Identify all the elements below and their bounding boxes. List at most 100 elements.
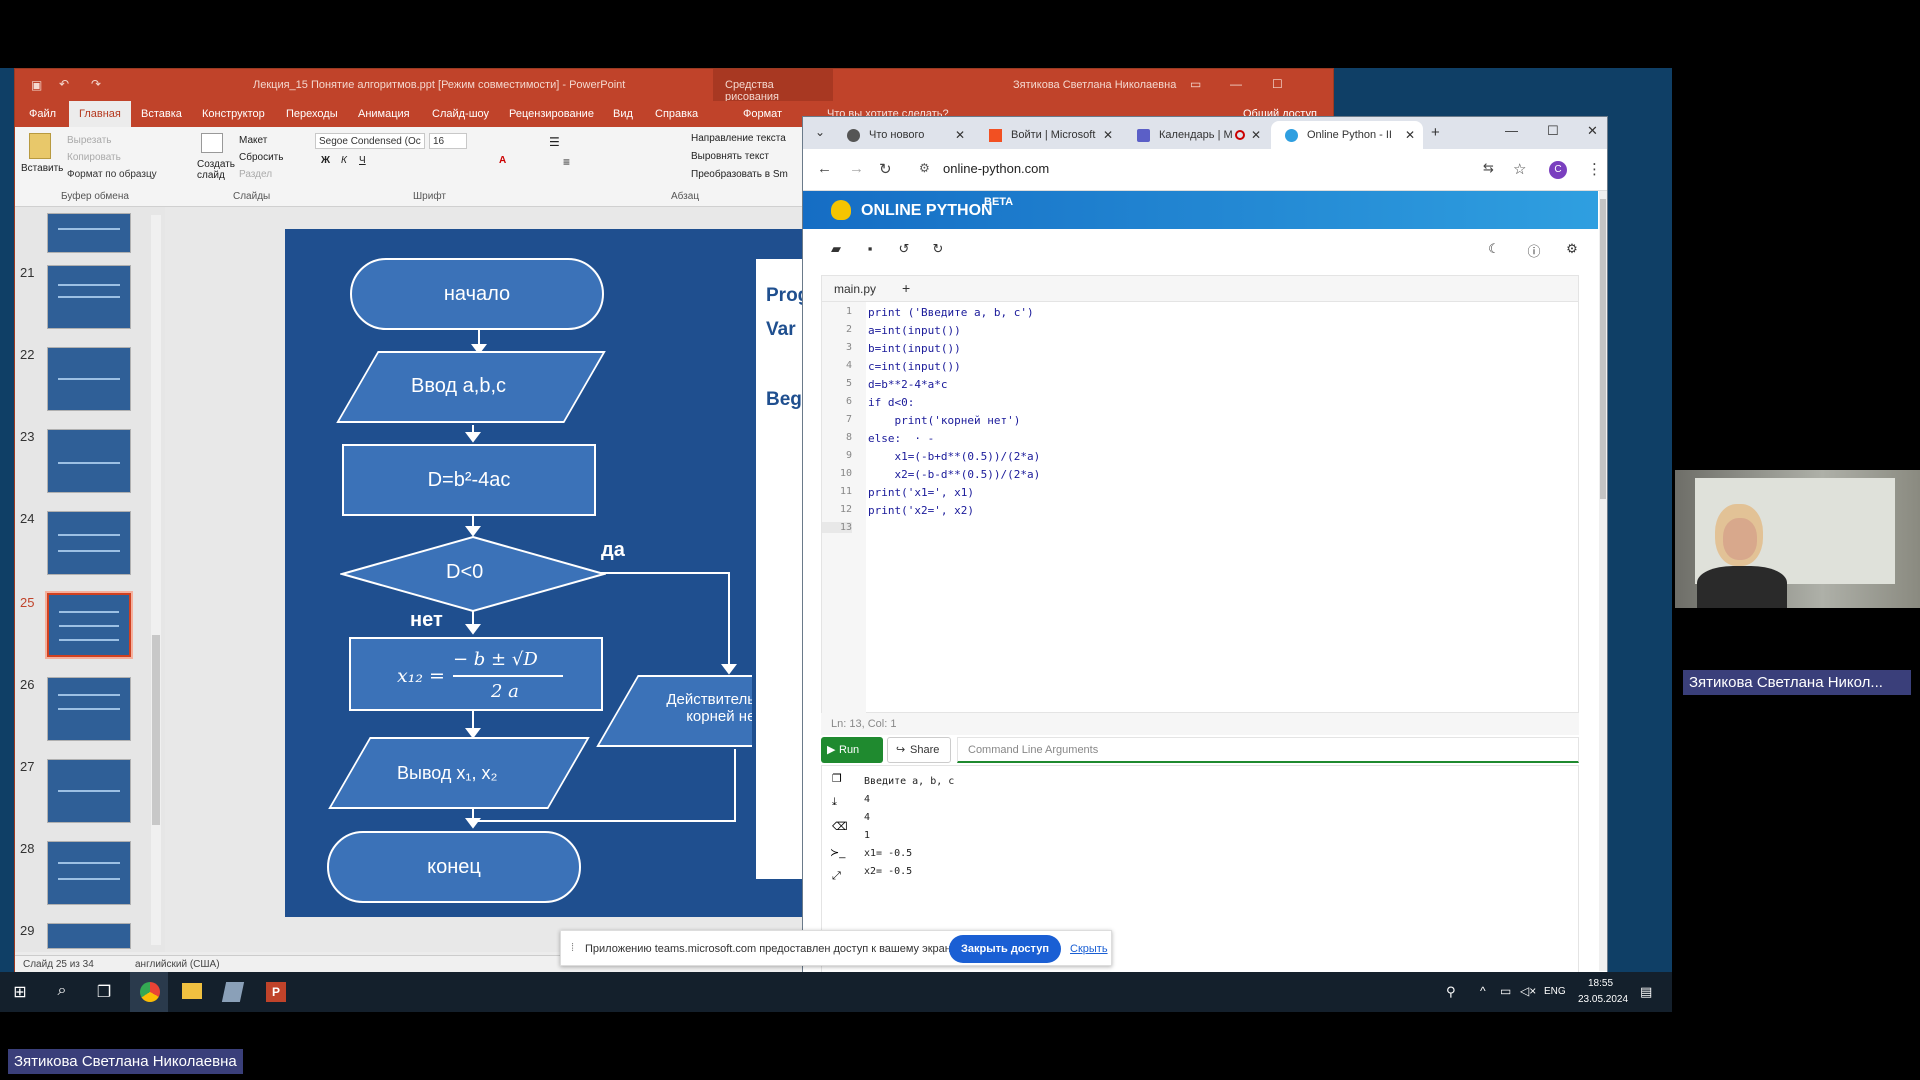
redo-icon[interactable]: ↷ bbox=[91, 77, 102, 91]
flowchart-formula-box[interactable] bbox=[349, 637, 603, 711]
notepad-icon[interactable] bbox=[221, 982, 245, 1002]
language-status[interactable]: английский (США) bbox=[135, 959, 220, 970]
add-file-icon[interactable]: + bbox=[902, 280, 911, 296]
slide-thumbnail[interactable] bbox=[47, 511, 131, 575]
code-line[interactable]: x2=(-b-d**(0.5))/(2*a) bbox=[868, 468, 1041, 481]
code-line[interactable]: print ('Введите a, b, c') bbox=[868, 306, 1034, 319]
flowchart-discriminant[interactable]: D=b²-4ac bbox=[342, 444, 596, 516]
bookmark-star-icon[interactable]: ☆ bbox=[1513, 161, 1527, 178]
back-icon[interactable]: ← bbox=[817, 160, 832, 177]
flowchart-end[interactable]: конец bbox=[327, 831, 581, 903]
drag-handle-icon[interactable]: ⁞ bbox=[571, 942, 575, 954]
browser-tab-online-python[interactable]: Online Python - II ✕ bbox=[1271, 121, 1423, 149]
tab-close-icon[interactable]: ✕ bbox=[1404, 128, 1415, 142]
slide-thumbnail[interactable] bbox=[47, 429, 131, 493]
minimize-icon[interactable]: — bbox=[1505, 123, 1518, 138]
tab-review[interactable]: Рецензирование bbox=[509, 108, 594, 120]
font-name-field[interactable]: Segoe Condensed (Ос bbox=[315, 133, 425, 149]
eraser-icon[interactable]: ⌫ bbox=[832, 821, 848, 833]
slide-thumbnail[interactable] bbox=[47, 347, 131, 411]
layout-button[interactable]: Макет bbox=[239, 135, 268, 146]
scrollbar-thumb[interactable] bbox=[152, 635, 160, 825]
menu-kebab-icon[interactable]: ⋮ bbox=[1587, 161, 1602, 178]
tab-view[interactable]: Вид bbox=[613, 108, 633, 120]
save-icon[interactable]: ▣ bbox=[31, 78, 43, 92]
tab-insert[interactable]: Вставка bbox=[141, 108, 182, 120]
command-line-arguments-input[interactable]: Command Line Arguments bbox=[957, 737, 1579, 763]
volume-muted-icon[interactable]: ◁× bbox=[1520, 984, 1537, 998]
share-code-button[interactable]: ↪ Share bbox=[887, 737, 951, 763]
format-painter-button[interactable]: Формат по образцу bbox=[67, 169, 157, 180]
maximize-icon[interactable]: ☐ bbox=[1272, 77, 1283, 91]
font-color-icon[interactable]: A bbox=[499, 155, 507, 166]
code-line[interactable]: b=int(input()) bbox=[868, 342, 961, 355]
code-line[interactable]: print('корней нет') bbox=[868, 414, 1021, 427]
tab-format[interactable]: Формат bbox=[743, 108, 783, 120]
new-tab-icon[interactable]: + bbox=[1431, 124, 1440, 141]
brand-title[interactable]: ONLINE PYTHON bbox=[861, 202, 993, 219]
slide-thumbnail[interactable] bbox=[47, 677, 131, 741]
powerpoint-icon[interactable]: P bbox=[266, 982, 286, 1002]
align-left-icon[interactable]: ≡ bbox=[563, 155, 571, 169]
code-line[interactable]: else: · - bbox=[868, 432, 935, 445]
close-icon[interactable]: ✕ bbox=[1587, 123, 1598, 138]
convert-smartart-button[interactable]: Преобразовать в Sm bbox=[691, 169, 788, 180]
italic-icon[interactable]: К bbox=[341, 155, 347, 166]
copy-icon[interactable]: ❐ bbox=[832, 773, 842, 785]
terminal-icon[interactable]: ≻_ bbox=[830, 847, 846, 859]
tray-chevron-icon[interactable]: ^ bbox=[1480, 984, 1486, 998]
profile-avatar[interactable]: C bbox=[1549, 161, 1567, 179]
maximize-icon[interactable]: ☐ bbox=[1547, 123, 1559, 138]
undo-icon[interactable]: ↶ bbox=[59, 77, 70, 91]
undo-icon[interactable]: ↺ bbox=[898, 241, 910, 256]
tab-help[interactable]: Справка bbox=[655, 108, 699, 120]
code-line[interactable]: c=int(input()) bbox=[868, 360, 961, 373]
windows-start-icon[interactable]: ⊞ bbox=[13, 984, 27, 1001]
browser-tab-whats-new[interactable]: Что нового ✕ bbox=[833, 121, 973, 149]
clock-time[interactable]: 18:55 bbox=[1588, 978, 1614, 989]
clock-date[interactable]: 23.05.2024 bbox=[1578, 994, 1629, 1005]
address-bar[interactable]: ⚙ online-python.com bbox=[911, 155, 1471, 183]
font-size-field[interactable]: 16 bbox=[429, 133, 467, 149]
bullets-icon[interactable]: ☰ bbox=[549, 135, 560, 149]
browser-tab-microsoft-login[interactable]: Войти | Microsoft ✕ bbox=[975, 121, 1121, 149]
settings-gear-icon[interactable]: ⚙ bbox=[1566, 241, 1578, 256]
paste-button[interactable]: Вставить bbox=[21, 163, 64, 174]
code-line[interactable]: x1=(-b+d**(0.5))/(2*a) bbox=[868, 450, 1041, 463]
language-indicator[interactable]: ENG bbox=[1544, 986, 1566, 997]
align-text-button[interactable]: Выровнять текст bbox=[691, 151, 769, 162]
run-button[interactable]: ▶ Run bbox=[821, 737, 883, 763]
new-slide-icon[interactable] bbox=[201, 133, 223, 153]
person-icon[interactable]: ⚲ bbox=[1446, 984, 1456, 999]
flowchart-condition-diamond[interactable] bbox=[340, 535, 606, 613]
cut-button[interactable]: Вырезать bbox=[67, 135, 112, 146]
slide-thumbnail[interactable] bbox=[47, 759, 131, 823]
network-icon[interactable]: ▭ bbox=[1500, 984, 1512, 998]
tab-close-icon[interactable]: ✕ bbox=[1250, 128, 1261, 142]
slide-thumbnail-selected[interactable] bbox=[45, 591, 133, 659]
bold-icon[interactable]: Ж bbox=[321, 155, 331, 166]
section-button[interactable]: Раздел bbox=[239, 169, 273, 180]
participant-video[interactable] bbox=[1675, 470, 1920, 608]
flowchart-start[interactable]: начало bbox=[350, 258, 604, 330]
slide-thumbnail[interactable] bbox=[47, 923, 131, 949]
page-scrollbar[interactable] bbox=[1599, 191, 1607, 971]
thumbnails-scrollbar[interactable] bbox=[151, 215, 161, 945]
reload-icon[interactable]: ↻ bbox=[879, 161, 892, 178]
underline-icon[interactable]: Ч bbox=[359, 155, 366, 166]
site-info-icon[interactable]: ⚙ bbox=[919, 161, 930, 175]
code-line[interactable]: a=int(input()) bbox=[868, 324, 961, 337]
ribbon-display-icon[interactable]: ▭ bbox=[1190, 77, 1202, 91]
info-icon[interactable]: ⓘ bbox=[1527, 244, 1541, 259]
minimize-icon[interactable]: — bbox=[1230, 77, 1242, 91]
copy-button[interactable]: Копировать bbox=[67, 152, 121, 163]
slide-thumbnail[interactable] bbox=[47, 841, 131, 905]
open-folder-icon[interactable]: ▰ bbox=[831, 241, 841, 256]
code-line[interactable]: if d<0: bbox=[868, 396, 915, 409]
file-explorer-icon[interactable] bbox=[182, 983, 202, 999]
scrollbar-thumb[interactable] bbox=[1600, 199, 1606, 499]
forward-icon[interactable]: → bbox=[849, 160, 864, 177]
tab-file[interactable]: Файл bbox=[29, 108, 57, 120]
browser-tab-calendar[interactable]: Календарь | М ✕ bbox=[1123, 121, 1269, 149]
chrome-taskbar-button[interactable] bbox=[130, 972, 168, 1012]
